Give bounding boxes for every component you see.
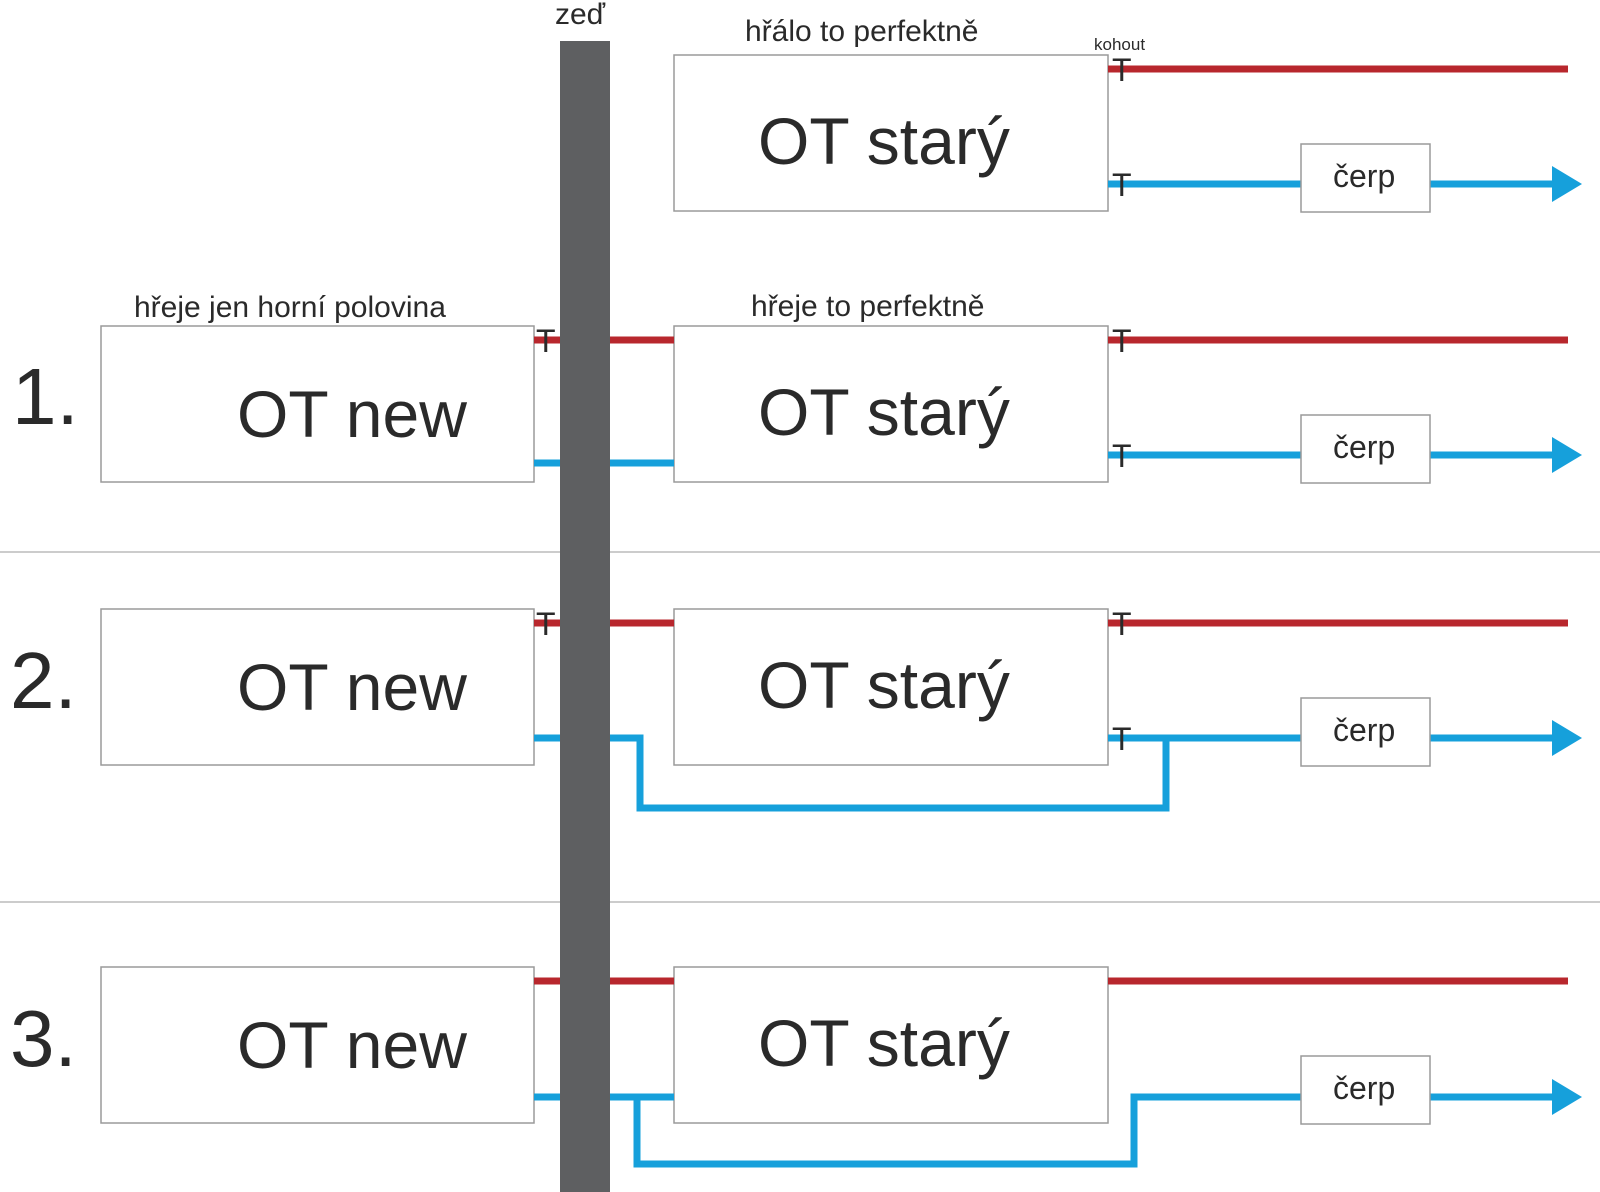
pump-box [1300, 414, 1431, 484]
bypass-return-pipe [633, 1093, 1301, 1168]
scenario-number: 3. [10, 994, 77, 1083]
new-radiator-label: OT new [237, 1008, 467, 1082]
scenario-1-group: 1. hřeje jen horní polovina hřeje to per… [12, 290, 1582, 484]
flow-arrow-icon [1552, 437, 1582, 473]
top-caption: hřálo to perfektně [745, 15, 978, 48]
old-radiator-label: OT starý [758, 375, 1010, 449]
old-radiator-label: OT starý [758, 648, 1010, 722]
flow-arrow-icon [1552, 720, 1582, 756]
flow-arrow-icon [1552, 1079, 1582, 1115]
top-reference-group: hřálo to perfektně kohout OT starý čerp … [673, 15, 1582, 213]
scenario-2-group: 2. OT new OT starý čerp T T T [10, 606, 1582, 812]
old-radiator-box [673, 325, 1109, 483]
pump-box [1300, 697, 1431, 767]
pump-label: čerp [1333, 429, 1395, 465]
scenario-number: 2. [10, 636, 77, 725]
old-radiator-label: OT starý [758, 104, 1010, 178]
valve-icon: T [1112, 606, 1132, 642]
new-radiator-box [100, 966, 535, 1124]
valve-icon: T [536, 606, 556, 642]
pump-label: čerp [1333, 712, 1395, 748]
old-radiator-label: OT starý [758, 1006, 1010, 1080]
flow-arrow-icon [1552, 166, 1582, 202]
pump-box [1300, 143, 1431, 213]
valve-icon: T [1112, 52, 1132, 88]
old-radiator-box [673, 54, 1109, 212]
valve-icon: T [1112, 721, 1132, 757]
wall [560, 41, 610, 1192]
pump-box [1300, 1055, 1431, 1125]
pump-label: čerp [1333, 1070, 1395, 1106]
valve-icon: T [1112, 323, 1132, 359]
old-radiator-box [673, 608, 1109, 766]
caption-old: hřeje to perfektně [751, 290, 984, 323]
new-radiator-label: OT new [237, 377, 467, 451]
valve-icon: T [1112, 167, 1132, 203]
old-radiator-box [673, 966, 1109, 1124]
new-radiator-box [100, 325, 535, 483]
valve-icon: T [536, 323, 556, 359]
caption-new: hřeje jen horní polovina [134, 291, 446, 324]
new-radiator-box [100, 608, 535, 766]
scenario-number: 1. [12, 352, 79, 441]
scenario-3-group: 3. OT new OT starý čerp [10, 966, 1582, 1168]
valve-icon: T [1112, 438, 1132, 474]
wall-label: zeď [555, 0, 606, 31]
new-radiator-label: OT new [237, 650, 467, 724]
pump-label: čerp [1333, 158, 1395, 194]
valve-label: kohout [1094, 35, 1145, 54]
